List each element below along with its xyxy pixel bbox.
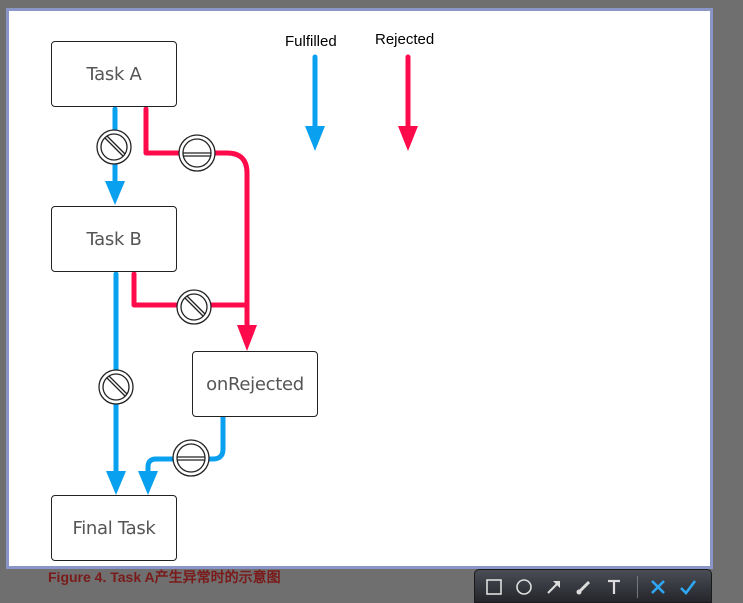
legend-fulfilled-arrowhead	[305, 126, 325, 151]
diagram-canvas: Task A Task B onRejected Final Task Fulf…	[6, 8, 713, 569]
arrow-icon[interactable]	[543, 576, 565, 598]
node-final-task: Final Task	[51, 495, 177, 561]
prohibited-icon	[172, 439, 210, 477]
arrowhead-task-b	[105, 181, 125, 205]
arrowhead-final-1	[106, 471, 126, 495]
rectangle-icon[interactable]	[483, 576, 505, 598]
confirm-icon[interactable]	[677, 576, 699, 598]
flow-diagram	[96, 54, 418, 495]
text-icon[interactable]	[603, 576, 625, 598]
legend-rejected-arrowhead	[398, 126, 418, 151]
toolbar-separator	[637, 576, 638, 598]
legend-rejected-label: Rejected	[375, 31, 435, 48]
prohibited-symbols	[96, 129, 216, 477]
prohibited-icon	[98, 369, 134, 405]
annotation-toolbar	[474, 569, 712, 603]
arrowhead-onrejected	[237, 325, 257, 351]
prohibited-icon	[178, 134, 216, 172]
arrowhead-final-2	[138, 471, 158, 495]
figure-caption: Figure 4. Task A产生异常时的示意图	[48, 569, 281, 585]
ellipse-icon[interactable]	[513, 576, 535, 598]
node-task-a: Task A	[51, 41, 177, 107]
brush-icon[interactable]	[573, 576, 595, 598]
node-onrejected: onRejected	[192, 351, 318, 417]
prohibited-icon	[176, 289, 212, 325]
edge-task-a-to-onrejected	[143, 106, 250, 332]
node-task-b: Task B	[51, 206, 177, 272]
cancel-icon[interactable]	[647, 576, 669, 598]
legend-fulfilled-label: Fulfilled	[285, 33, 337, 50]
prohibited-icon	[96, 129, 132, 165]
